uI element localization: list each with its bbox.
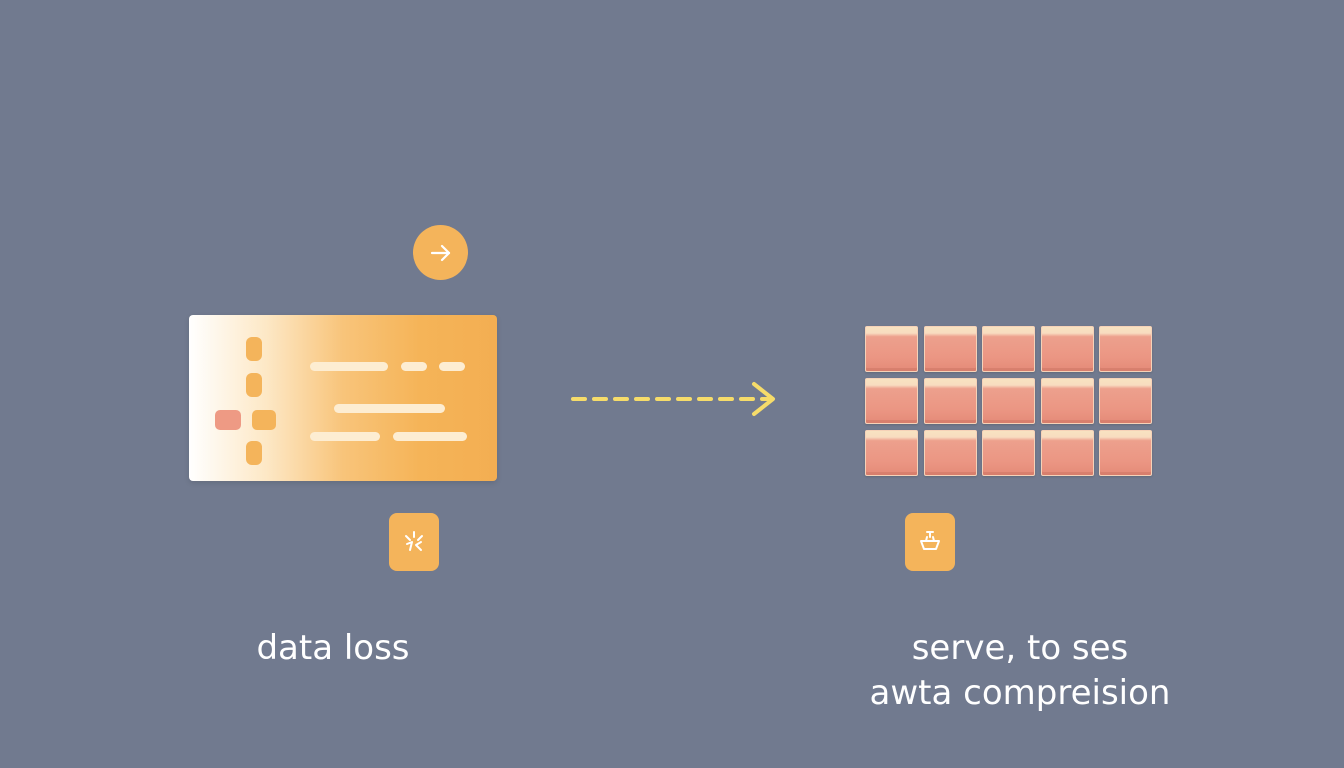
battery-basket-badge: [905, 513, 955, 571]
compressed-block: [865, 430, 918, 476]
card-segment: [246, 373, 262, 397]
battery-basket-icon: [920, 531, 940, 550]
card-segment: [252, 410, 276, 430]
source-data-card: [189, 315, 497, 481]
compressed-block: [1099, 326, 1152, 372]
compressed-block-grid: [865, 326, 1155, 478]
card-text-line: [310, 432, 380, 441]
right-caption-line-2: awta compreision: [869, 673, 1171, 713]
compressed-block: [1099, 430, 1152, 476]
compressed-block: [1099, 378, 1152, 424]
compressed-block: [1040, 378, 1094, 424]
card-text-line: [393, 432, 467, 441]
compressed-block: [865, 326, 918, 372]
card-text-line: [439, 362, 465, 371]
left-caption: data loss: [256, 628, 410, 668]
card-segment: [246, 441, 262, 465]
broken-link-icon: [405, 531, 423, 551]
broken-link-badge: [389, 513, 439, 571]
compressed-block: [923, 378, 977, 424]
right-caption-line-1: serve, to ses: [911, 628, 1129, 668]
dashed-arrow: [571, 382, 775, 416]
card-text-line: [310, 362, 388, 371]
compressed-block: [923, 430, 977, 476]
arrow-right-icon: [430, 244, 450, 261]
compressed-block: [923, 326, 977, 372]
card-segment: [246, 337, 262, 361]
compressed-block: [982, 326, 1035, 372]
compressed-block: [1040, 326, 1094, 372]
compressed-block: [1040, 430, 1094, 476]
card-text-line: [334, 404, 445, 413]
compressed-block: [865, 378, 918, 424]
compressed-block: [982, 378, 1035, 424]
arrow-badge: [413, 225, 468, 280]
card-text-line: [401, 362, 427, 371]
card-segment-highlight: [215, 410, 241, 430]
compressed-block: [982, 430, 1035, 476]
